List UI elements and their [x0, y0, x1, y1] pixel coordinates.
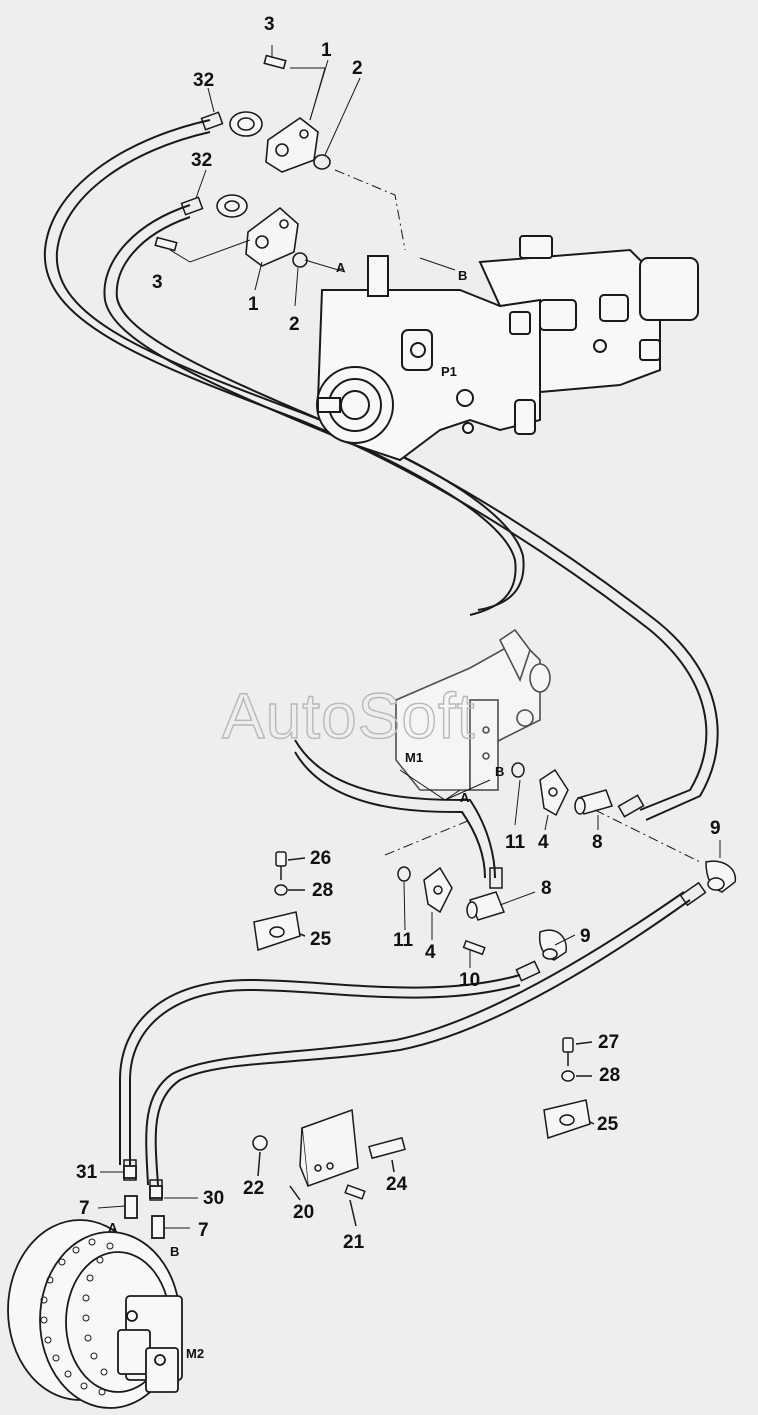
- leader-lines-bottom: [97, 1171, 198, 1229]
- port-a-pump: A: [336, 260, 346, 275]
- nut-22: [252, 1135, 268, 1151]
- watermark: AutoSoft: [222, 680, 476, 752]
- screw-27: [562, 1037, 574, 1053]
- flange-set-lower: [154, 194, 308, 268]
- clamp-set-right: [543, 1037, 595, 1139]
- leader-lines-mid: [384, 769, 721, 968]
- callout-9-lower: 9: [580, 926, 591, 947]
- screw-3-upper: [263, 54, 287, 70]
- hose-m1-to-fitting: [294, 739, 496, 879]
- callout-2-mid: 2: [289, 314, 300, 335]
- callout-20: 20: [293, 1202, 314, 1223]
- bracket-20: [252, 1108, 406, 1227]
- hose-lower-1: [129, 984, 521, 1165]
- port-b-m1: B: [495, 764, 504, 779]
- callout-21: 21: [343, 1232, 365, 1253]
- label-pump-p1: P1: [441, 364, 457, 379]
- callout-9-upper: 9: [710, 818, 721, 839]
- callout-32-top: 32: [193, 70, 214, 91]
- callout-28-right: 28: [599, 1065, 620, 1086]
- callout-22: 22: [243, 1178, 264, 1199]
- motor-m1: [395, 628, 551, 791]
- callout-8-upper: 8: [592, 832, 603, 853]
- split-flange-1-upper: [265, 117, 319, 173]
- callout-30: 30: [203, 1188, 224, 1209]
- callout-3-top: 3: [264, 14, 275, 35]
- callout-3-mid: 3: [152, 272, 163, 293]
- fitting-7-b: [151, 1215, 165, 1239]
- o-ring-11-lower: [397, 866, 411, 882]
- washer-28-left: [274, 884, 288, 896]
- callout-1-mid: 1: [248, 294, 259, 315]
- hose-lower-2: [154, 899, 691, 1186]
- split-flange-1-lower: [245, 206, 299, 267]
- fitting-31: [123, 1165, 137, 1179]
- spacer-24: [368, 1136, 406, 1160]
- o-ring-2-upper: [313, 154, 331, 170]
- callout-11-upper: 11: [505, 832, 526, 853]
- fitting-7-a: [124, 1195, 138, 1219]
- callout-7-left: 7: [79, 1198, 90, 1219]
- screw-26: [275, 851, 287, 867]
- o-ring-11-upper: [511, 762, 525, 778]
- port-a-m1: A: [460, 790, 470, 805]
- callout-1-top: 1: [321, 40, 332, 61]
- callout-28-left: 28: [312, 880, 333, 901]
- port-b-m2: B: [170, 1244, 179, 1259]
- screw-10: [462, 939, 486, 956]
- callouts: 3 1 2 32 32 3 1 2 11 4 8 9 26 28 25 8 9 …: [76, 14, 721, 1253]
- clamp-set-left: [253, 851, 306, 951]
- callout-27: 27: [598, 1032, 619, 1053]
- callout-31: 31: [76, 1162, 98, 1183]
- motor-m2: [7, 1165, 183, 1409]
- screw-21: [344, 1184, 366, 1200]
- callout-24: 24: [386, 1174, 408, 1195]
- callout-2-top: 2: [352, 58, 363, 79]
- callout-26: 26: [310, 848, 331, 869]
- label-motor-m2: M2: [186, 1346, 204, 1361]
- callout-10: 10: [459, 970, 480, 991]
- callout-11-lower: 11: [393, 930, 414, 951]
- callout-32-mid: 32: [191, 150, 212, 171]
- fitting-30: [149, 1185, 163, 1199]
- callout-4-lower: 4: [425, 942, 436, 963]
- flange-set-upper: [229, 54, 331, 173]
- callout-7-right: 7: [198, 1220, 209, 1241]
- m2-bolt-holes: [40, 1238, 114, 1396]
- callout-8-lower: 8: [541, 878, 552, 899]
- o-ring-2-lower: [292, 252, 308, 268]
- screw-3-lower: [154, 236, 178, 252]
- label-motor-m1: M1: [405, 750, 423, 765]
- callout-4-upper: 4: [538, 832, 549, 853]
- port-a-m2: A: [108, 1220, 118, 1235]
- callout-25-right: 25: [597, 1114, 619, 1135]
- hose-upper-outer: [43, 119, 517, 616]
- port-b-pump: B: [458, 268, 467, 283]
- leader-lines-top: [169, 45, 456, 307]
- washer-28-right: [561, 1070, 575, 1082]
- pump-p1: [316, 235, 699, 462]
- callout-25-left: 25: [310, 929, 332, 950]
- m1-fittings: [397, 762, 737, 961]
